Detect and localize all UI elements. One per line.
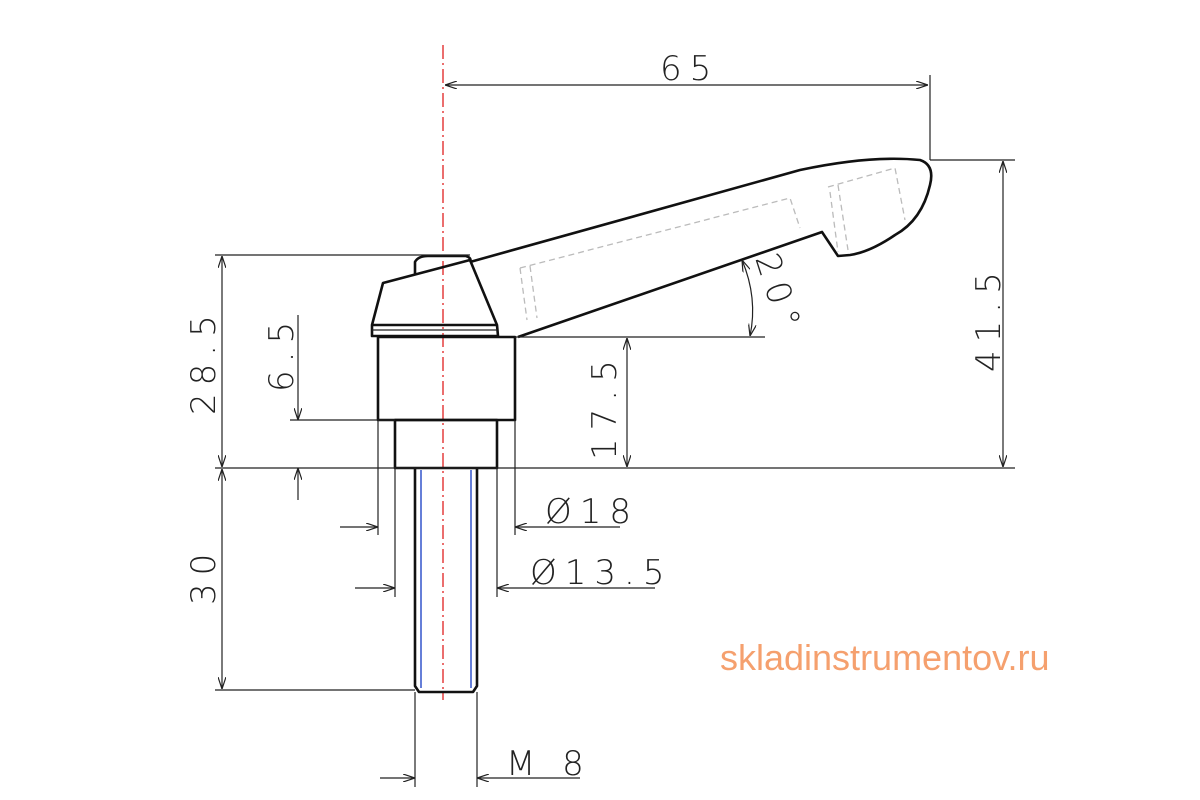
dim-diameter-body: Ø18 xyxy=(545,492,639,532)
dim-lever-base: 17.5 xyxy=(585,352,625,460)
watermark: skladinstrumentov.ru xyxy=(720,637,1049,678)
knob-body xyxy=(376,335,517,422)
dim-length: 65 xyxy=(660,49,719,89)
extension-lines xyxy=(215,75,1015,787)
dimension-lines xyxy=(222,85,1003,778)
dim-thread: M 8 xyxy=(506,744,592,784)
knob-head xyxy=(370,254,500,338)
dim-height-step: 6.5 xyxy=(262,314,302,392)
lever-handle xyxy=(469,157,933,339)
dim-angle: 20° xyxy=(746,248,810,341)
hub xyxy=(393,418,499,470)
threaded-stud xyxy=(413,468,479,694)
dim-thread-length: 30 xyxy=(184,546,224,605)
dim-diameter-hub: Ø13.5 xyxy=(530,553,672,593)
dim-total-height: 41.5 xyxy=(969,264,1009,372)
dim-height-hub: 28.5 xyxy=(184,307,224,415)
